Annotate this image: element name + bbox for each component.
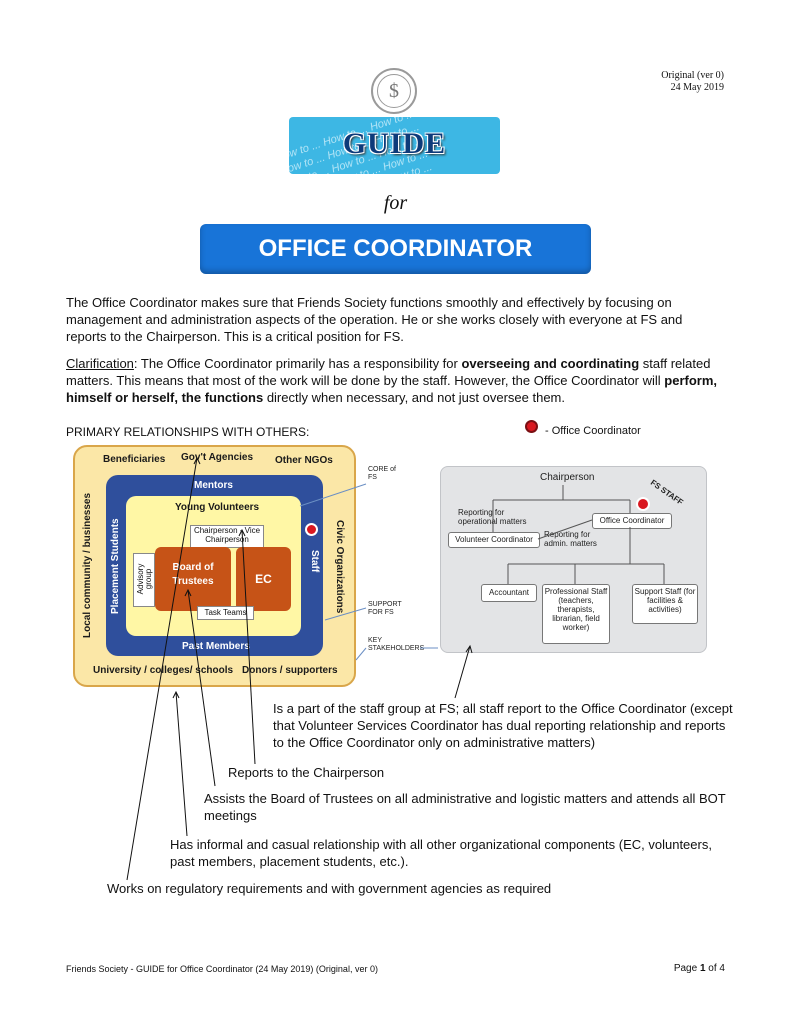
page-number: Page 1 of 4: [673, 963, 725, 974]
section-heading: PRIMARY RELATIONSHIPS WITH OTHERS:: [66, 425, 310, 439]
callout-support: SUPPORT FOR FS: [368, 601, 402, 616]
clarification-label: Clarification: [66, 356, 134, 371]
callout-key-stakeholders: KEY STAKEHOLDERS: [368, 637, 425, 652]
footer-text: Friends Society - GUIDE for Office Coord…: [66, 964, 378, 974]
version-label: Original (ver 0): [661, 70, 724, 81]
note-staff-group: Is a part of the staff group at FS; all …: [273, 701, 733, 750]
label-beneficiaries: Beneficiaries: [103, 454, 166, 465]
callout-core: CORE of FS: [368, 466, 397, 481]
version-info: Original (ver 0) 24 May 2019: [661, 70, 724, 94]
office-coordinator-marker-icon: [525, 420, 538, 433]
org-volunteer-coordinator-box: Volunteer Coordinator: [448, 532, 540, 548]
advisory-box: Advisory group: [133, 553, 155, 607]
clarification-paragraph: Clarification: The Office Coordinator pr…: [66, 356, 718, 405]
label-mentors: Mentors: [194, 480, 233, 491]
note-informal-relationships: Has informal and casual relationship wit…: [170, 837, 712, 869]
guide-banner: How to ... How to ... How to ...How to .…: [289, 117, 500, 174]
note-government: Works on regulatory requirements and wit…: [107, 881, 552, 896]
org-professional-staff-box: Professional Staff (teachers, therapists…: [542, 584, 610, 644]
org-chairperson: Chairperson: [540, 472, 595, 483]
intro-paragraph: The Office Coordinator makes sure that F…: [66, 295, 683, 344]
label-donors: Donors / supporters: [242, 665, 338, 676]
office-coordinator-marker-icon: [636, 497, 650, 511]
legend-label: - Office Coordinator: [545, 425, 641, 437]
version-date: 24 May 2019: [670, 82, 724, 93]
label-past-members: Past Members: [182, 641, 250, 652]
board-of-trustees-box: Board of Trustees: [155, 547, 231, 611]
org-reporting-admin: Reporting for admin. matters: [544, 530, 597, 548]
task-teams-box: Task Teams: [197, 606, 254, 620]
note-reports-chair: Reports to the Chairperson: [228, 765, 385, 780]
label-other-ngos: Other NGOs: [275, 455, 333, 466]
guide-title: GUIDE: [342, 127, 447, 160]
org-accountant-box: Accountant: [481, 584, 537, 602]
org-support-staff-box: Support Staff (for facilities & activiti…: [632, 584, 698, 624]
note-board-of-trustees: Assists the Board of Trustees on all adm…: [204, 791, 726, 823]
society-seal-icon: $: [371, 68, 417, 114]
label-gov-agencies: Gov't Agencies: [181, 452, 254, 463]
role-title-banner: OFFICE COORDINATOR: [200, 224, 591, 274]
label-university: University / colleges/ schools: [93, 665, 234, 676]
org-office-coordinator-box: Office Coordinator: [592, 513, 672, 529]
for-text: for: [383, 192, 408, 214]
label-young-volunteers: Young Volunteers: [175, 502, 260, 513]
seal-symbol: $: [377, 74, 411, 108]
office-coordinator-marker-icon: [305, 523, 318, 536]
org-reporting-ops: Reporting for operational matters: [458, 508, 527, 526]
